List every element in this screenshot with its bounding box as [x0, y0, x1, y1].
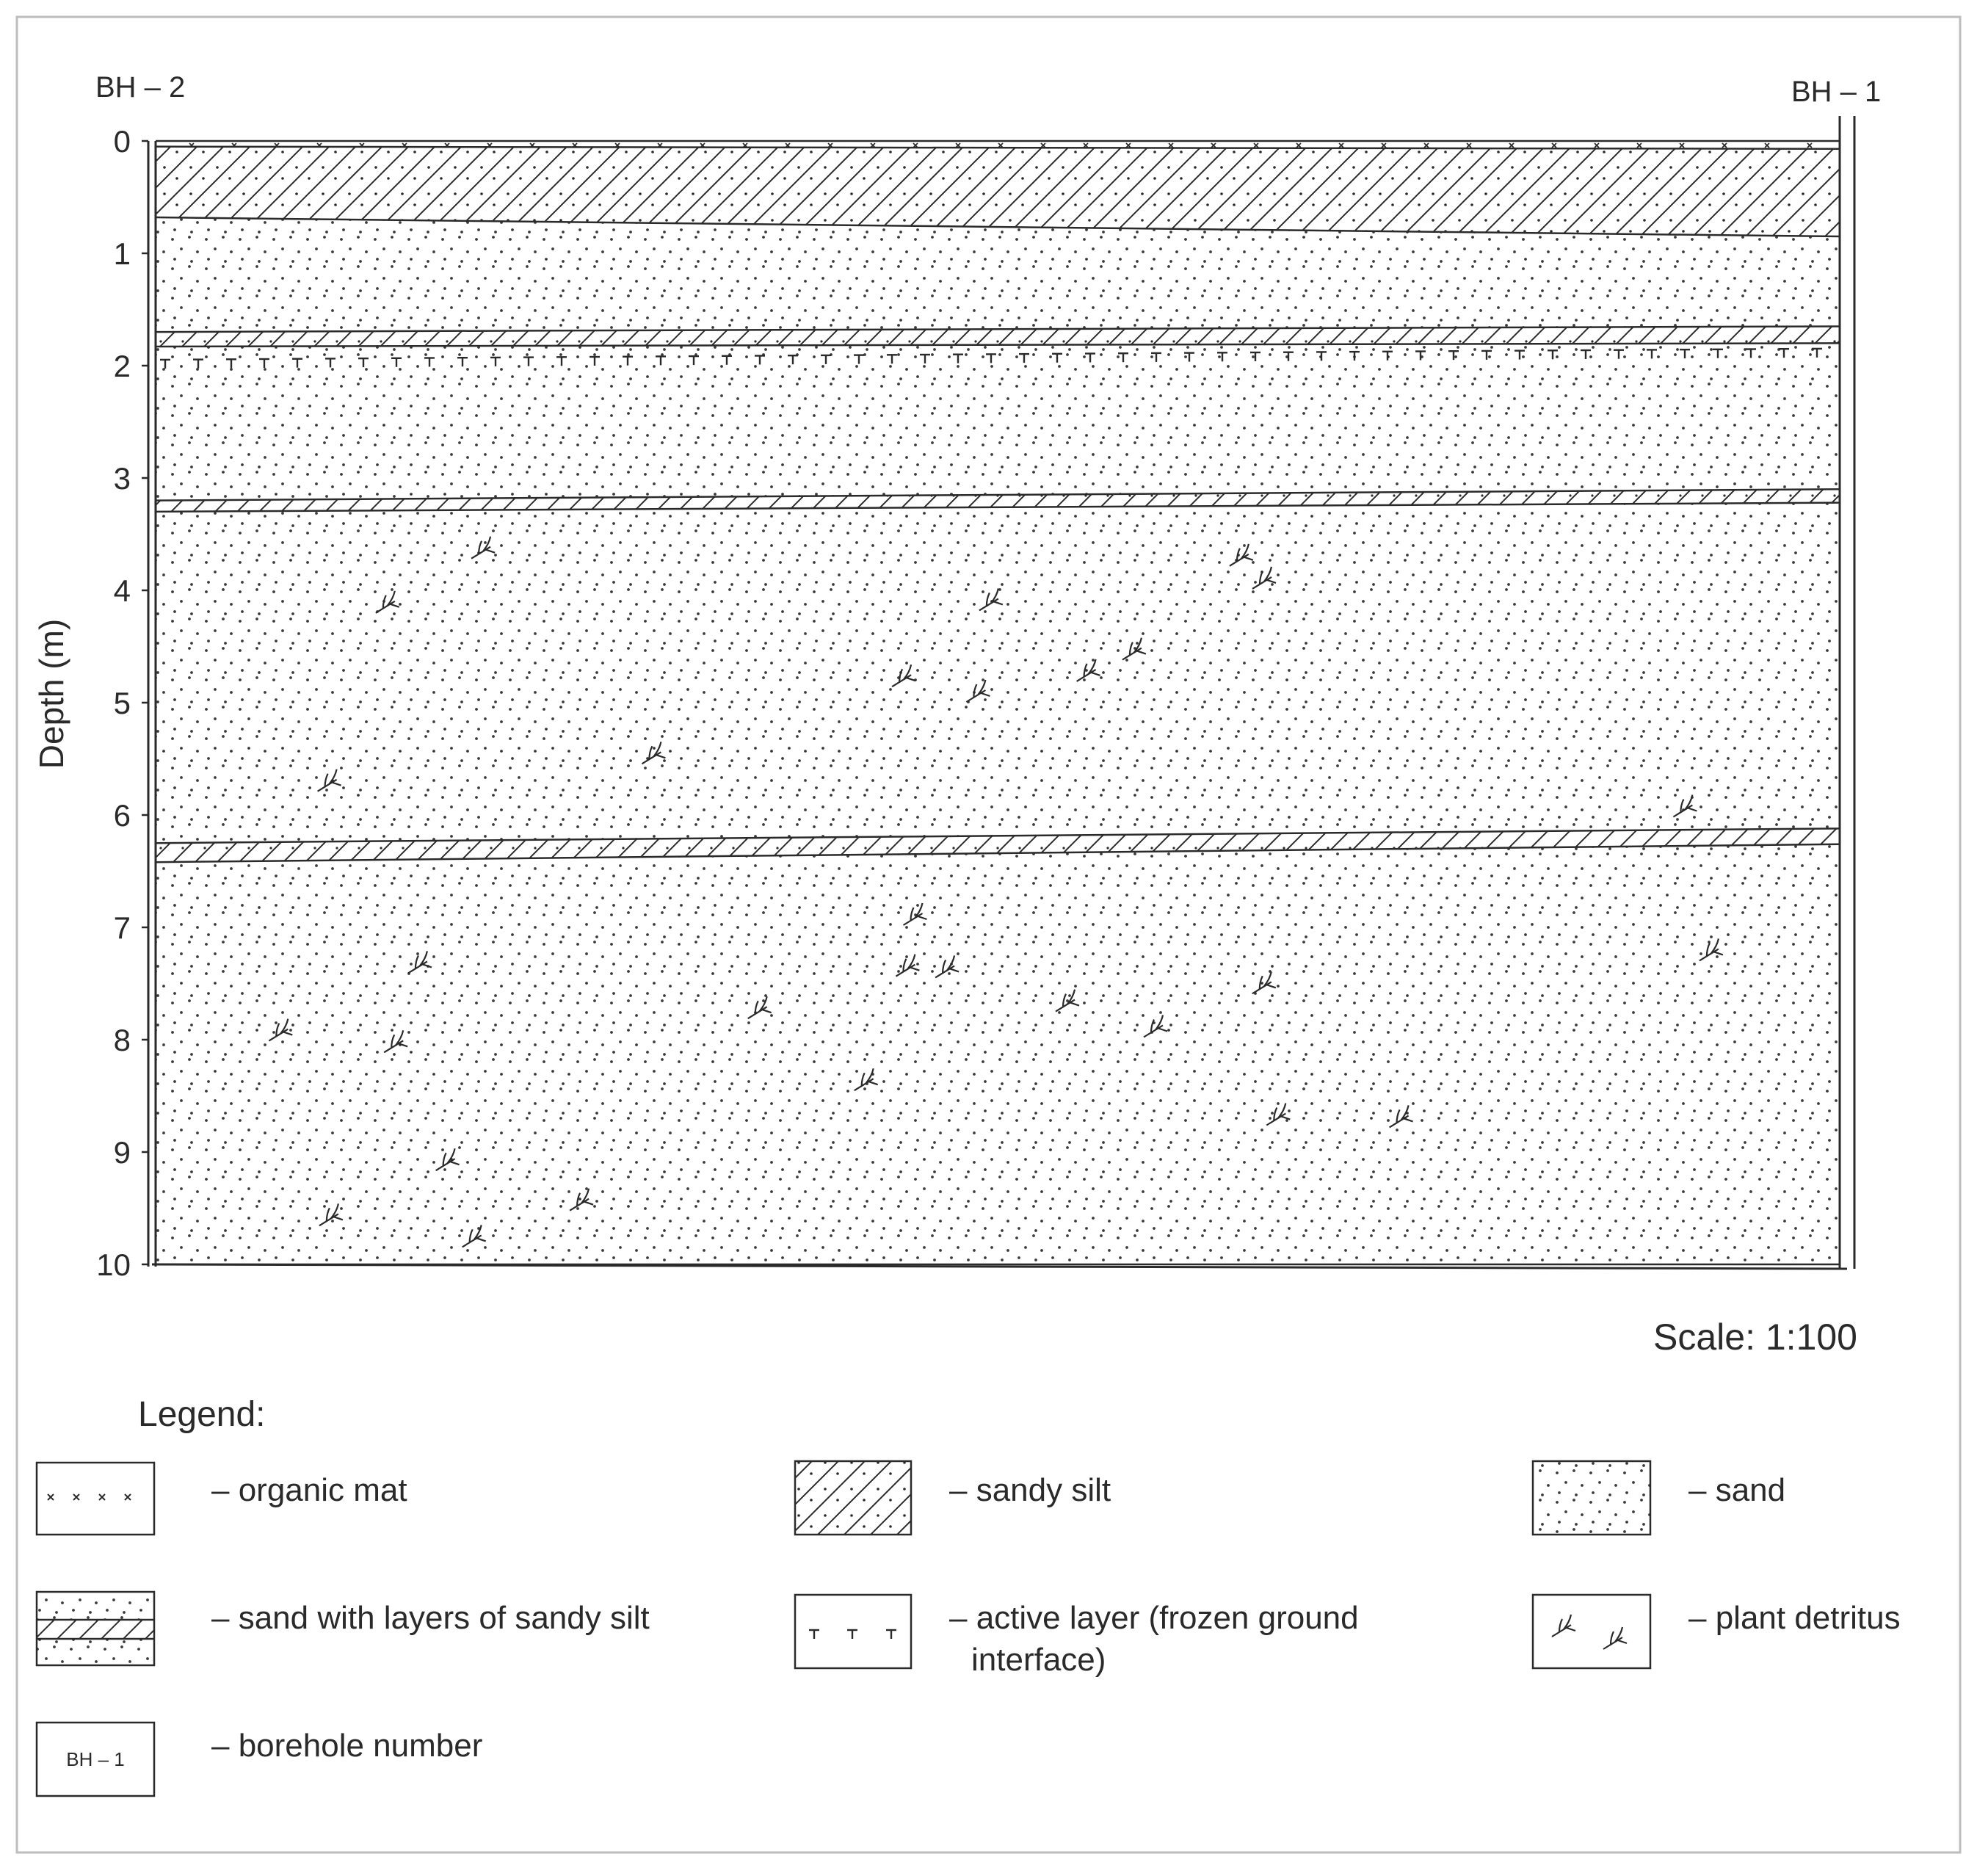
soil-layers: [155, 140, 1840, 1266]
legend-item-sand-silt-layers: – sand with layers of sandy silt: [35, 1590, 650, 1667]
layer-boundary: [155, 342, 1840, 348]
depth-tick-label: 7: [114, 910, 131, 945]
layer-boundary: [155, 145, 1840, 150]
borehole-number-swatch: [35, 1721, 156, 1797]
layer-sand-with-layers-of-sandy-silt: [156, 489, 1840, 512]
depth-tick-label: 8: [114, 1023, 131, 1057]
depth-tick-label: 4: [114, 573, 131, 608]
organic-mat-crosses: [47, 1493, 131, 1501]
layer-boundary: [155, 501, 1840, 513]
layer-boundary: [155, 325, 1840, 333]
depth-axis-label: Depth (m): [32, 619, 70, 769]
section-base-line: [151, 1263, 1848, 1270]
depth-tick-label: 5: [114, 686, 131, 720]
layer-boundary: [155, 827, 1840, 844]
legend-label-plant-detritus: – plant detritus: [1688, 1600, 1901, 1636]
depth-axis: 0 1 2 3 4 5 6 7 8 9 10: [96, 124, 148, 1282]
depth-tick-label: 2: [114, 349, 131, 383]
legend: Legend: – organic mat – sandy silt – san…: [35, 1395, 1901, 1797]
layer-boundary: [155, 216, 1840, 238]
depth-tick-label: 6: [114, 798, 131, 833]
borehole-label-bh2: BH – 2: [95, 71, 185, 104]
borehole-label-bh1: BH – 1: [1791, 76, 1881, 108]
sand-swatch: [1531, 1460, 1652, 1536]
legend-label-organic-mat: – organic mat: [211, 1472, 407, 1508]
depth-tick-label: 9: [114, 1135, 131, 1170]
legend-item-sand: – sand: [1531, 1460, 1785, 1536]
layer-sand: [156, 343, 1840, 501]
legend-item-active-layer: – active layer (frozen ground interface): [794, 1593, 1359, 1678]
layer-sand-with-layers-of-sandy-silt: [156, 828, 1840, 863]
legend-title: Legend:: [138, 1395, 266, 1434]
legend-item-plant-detritus: – plant detritus: [1531, 1593, 1901, 1670]
layer-sand: [156, 502, 1840, 844]
legend-label-sandy-silt: – sandy silt: [949, 1472, 1111, 1508]
cross-section: BH – 2 BH – 1 0 1 2 3 4 5 6 7 8 9 10 Depth (m) Sca…: [32, 71, 1881, 1358]
legend-label-active-layer: – active layer (frozen ground: [949, 1600, 1359, 1636]
legend-item-sandy-silt: – sandy silt: [794, 1460, 1111, 1536]
sand-silt-swatch-bottom: [37, 1639, 154, 1665]
depth-tick-label: 10: [96, 1247, 131, 1282]
borehole-number-box-text: BH – 1: [66, 1748, 125, 1770]
legend-label-sand-silt-layers: – sand with layers of sandy silt: [211, 1600, 650, 1636]
legend-item-organic-mat: – organic mat: [35, 1461, 407, 1536]
layer-sandy-silt: [156, 146, 1840, 237]
layer-boundary: [155, 843, 1840, 863]
layer-sand: [156, 217, 1840, 333]
layer-sand: [156, 844, 1840, 1264]
sand-silt-swatch: [35, 1590, 156, 1667]
figure-frame: [15, 15, 1962, 1854]
legend-label-active-layer-cont: interface): [971, 1642, 1106, 1678]
sand-silt-swatch-middle: [37, 1620, 154, 1639]
organic-mat-swatch: [35, 1461, 156, 1536]
scale-label: Scale: 1:100: [1653, 1317, 1857, 1358]
depth-tick-label: 1: [114, 236, 131, 271]
sand-silt-swatch-top: [37, 1592, 154, 1620]
depth-tick-label: 0: [114, 124, 131, 159]
legend-label-sand: – sand: [1688, 1472, 1785, 1508]
layer-boundary: [155, 488, 1840, 501]
depth-tick-label: 3: [114, 461, 131, 496]
legend-item-borehole-number: BH – 1 – borehole number: [35, 1721, 482, 1797]
legend-label-borehole-number: – borehole number: [211, 1728, 482, 1764]
plant-detritus-swatch: [1531, 1593, 1652, 1670]
sandy-silt-swatch: [794, 1460, 913, 1536]
